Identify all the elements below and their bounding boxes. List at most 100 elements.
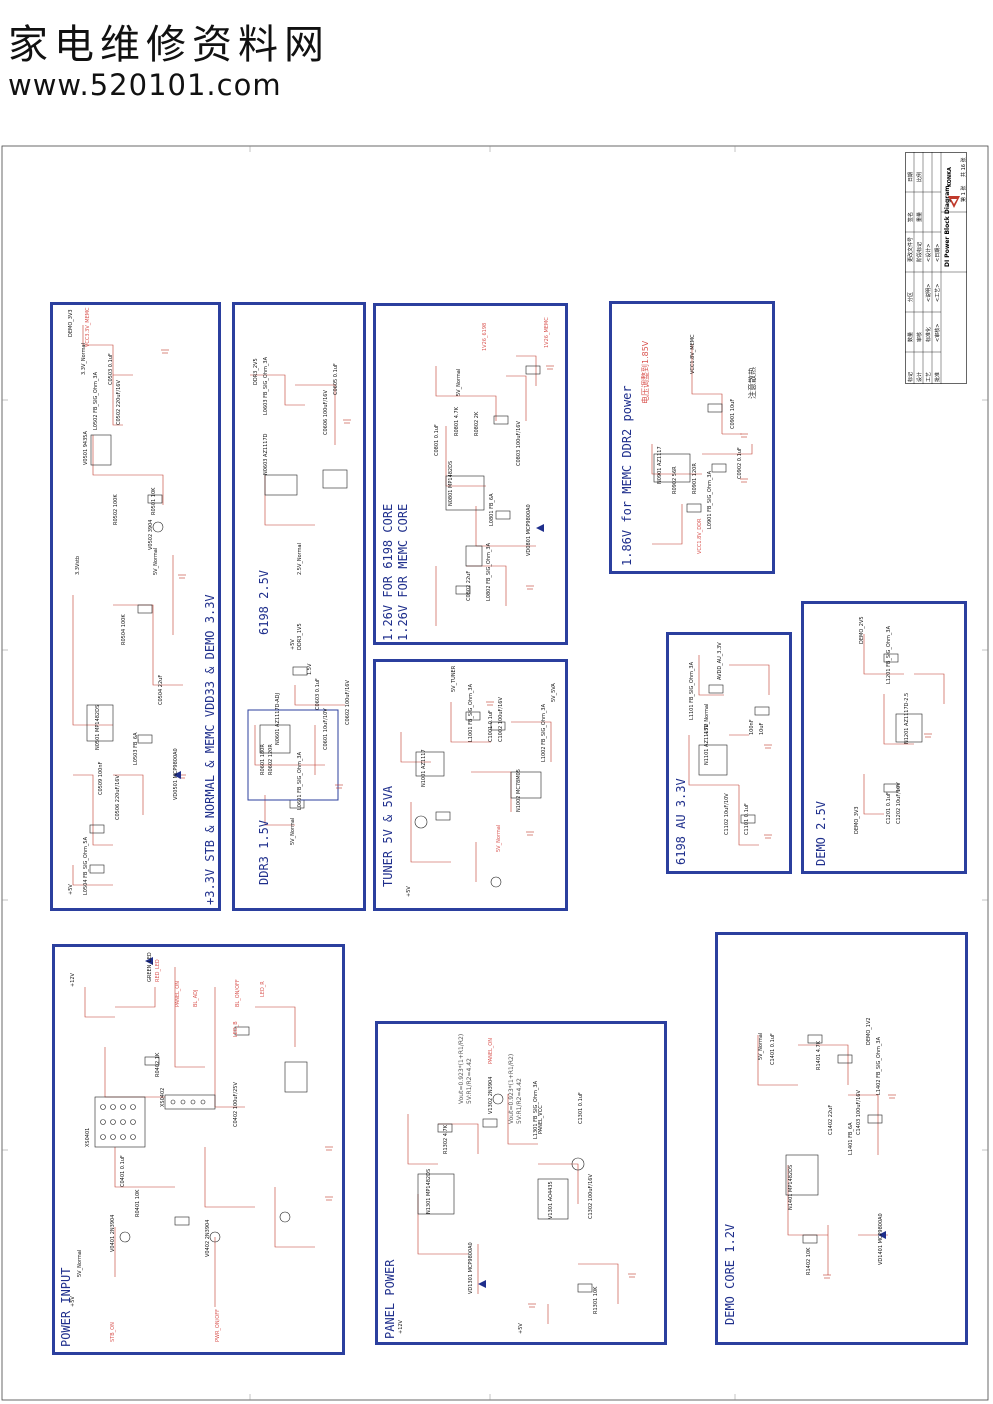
title-block-cell: <说明> — [926, 283, 932, 302]
part-label: N0603 AZ1117D — [263, 433, 269, 475]
part-label: PANEL_ON — [175, 981, 181, 1007]
part-label: R0401 10K — [135, 1189, 141, 1217]
title-block-label: 阶段标记 — [917, 241, 923, 262]
part-label: VCC3.3V_MEMC — [85, 307, 91, 347]
part-label: DEMO_2V5 — [859, 616, 865, 644]
part-label: C0901 10uF — [730, 398, 736, 429]
part-label: XS0401 — [85, 1127, 91, 1147]
part-label: V1301 AO4435 — [548, 1181, 554, 1219]
part-label: R0901 120R — [692, 463, 698, 494]
part-label: 3.3V_Normal — [81, 343, 87, 375]
part-label: C0605 0.1uF — [333, 363, 339, 395]
block-title: PANEL POWER — [383, 1259, 397, 1339]
part-label: DEMO_3V3 — [854, 806, 860, 834]
part-label: N1001 AZ1117 — [421, 749, 427, 787]
part-label: +5V — [518, 1323, 524, 1334]
block-title: POWER INPUT — [59, 1267, 73, 1347]
block-core: 1.26V FOR 6198 CORE 1.26V FOR MEMC CORE … — [373, 303, 568, 645]
part-label: L0601 FB_SIG_Ohm_3A — [297, 751, 303, 810]
part-label: 5V_Normal — [496, 824, 502, 852]
part-label: 1V26_MEMC — [544, 317, 550, 348]
part-label: VD1301 MCP9800A0 — [468, 1242, 474, 1294]
block-title: 1.26V FOR 6198 CORE — [381, 503, 395, 641]
title-block-label: 日期 — [908, 171, 914, 182]
tuner-schematic — [400, 701, 552, 888]
panel-formula: 5V:R1/R2=4.42 — [516, 1078, 523, 1124]
schematic-frame — [1, 145, 989, 1401]
title-block-grid — [905, 152, 967, 384]
title-block: KONKA DI Power Block Diagram 第 1 张 共 16 … — [905, 152, 967, 384]
title-block-cell: <审核> — [935, 323, 941, 342]
part-label: L0801 FB_6A — [489, 493, 495, 526]
title-block-label: 分区 — [908, 291, 914, 302]
part-label: 5V_Normal — [77, 1249, 83, 1277]
title-block-label: 标准化 — [926, 326, 932, 342]
core-schematic — [435, 355, 554, 626]
part-label: +12V — [70, 973, 76, 987]
part-label: R0902 56R — [672, 466, 678, 494]
part-label: 5V_TUNER — [451, 665, 457, 692]
part-label: V1302 2N3904 — [488, 1076, 494, 1114]
part-label: PWR_ON/OFF — [215, 1309, 221, 1342]
au33-schematic — [688, 655, 772, 846]
title-block-company: KONKA — [947, 167, 953, 187]
part-label: C1402 22uF — [828, 1104, 834, 1135]
part-label: L0802 FB_SIG_Ohm_3A — [486, 542, 492, 601]
block-memc-ddr2: 1.86V for MEMC DDR2 power 电压调整到1.85V 注意散… — [609, 301, 775, 574]
title-block-drawing-title: DI Power Block Diagram — [944, 185, 951, 267]
part-label: C0601 10uF/10V — [323, 708, 329, 750]
stb-schematic — [72, 325, 186, 886]
title-block-label: 批准 — [935, 371, 941, 382]
block-title: TUNER 5V & 5VA — [381, 785, 395, 887]
block-title: DEMO CORE 1.2V — [723, 1223, 737, 1325]
part-label: L1101 FB_SIG_Ohm_3A — [689, 661, 695, 720]
watermark-url: www.520101.com — [8, 68, 282, 102]
part-label: V0501 9435A — [83, 431, 89, 465]
part-label: C1202 10uF/10V — [896, 782, 902, 824]
block-title: 1.26V FOR MEMC CORE — [396, 503, 410, 641]
memc-voltage-note: 电压调整到1.85V — [641, 340, 650, 404]
part-label: C0402 100uF/25V — [233, 1082, 239, 1127]
part-label: V0502 3904 — [148, 519, 154, 550]
part-label: N1201 AZ1117D-2.5 — [904, 692, 910, 744]
title-block-label: 数量 — [908, 331, 914, 342]
part-label: R0802 2K — [474, 411, 480, 436]
part-label: C0504 22uF — [158, 674, 164, 705]
part-label: L0504 FB_SIG_Ohm_5A — [83, 836, 89, 895]
part-label: V0401 2N3904 — [110, 1214, 116, 1252]
block-tuner: TUNER 5V & 5VA 5V_TUNER 5V_5VA N1001 AZ1… — [373, 659, 568, 911]
part-label: C0801 0.1uF — [434, 424, 440, 456]
part-label: C0602 100uF/16V — [345, 680, 351, 725]
title-block-cell: <日期> — [935, 243, 941, 262]
title-block-label: 更改文件号 — [908, 236, 914, 262]
watermark: 家电维修资料网 www.520101.com — [8, 22, 330, 102]
part-label: +5V — [70, 1296, 76, 1307]
part-label: C0506 220uF/16V — [115, 775, 121, 820]
part-label: C0401 0.1uF — [120, 1155, 126, 1187]
title-block-label: 签名 — [908, 211, 914, 222]
part-label: C1101 0.1uF — [744, 803, 750, 835]
part-label: L0603 FB_SIG_Ohm_3A — [263, 356, 269, 415]
part-label: LED_B — [233, 1021, 239, 1037]
panel-formula: 5V:R1/R2=4.42 — [466, 1058, 473, 1104]
part-label: C1201 0.1uF — [886, 792, 892, 824]
part-label: LED_R — [260, 981, 266, 997]
memc-schematic — [651, 344, 753, 545]
part-label: N0901 AZ1117 — [657, 446, 663, 484]
block-panel-power: PANEL POWER Vout=0.923*(1+R1/R2) 5V:R1/R… — [375, 1021, 667, 1345]
part-label: C1401 0.1uF — [770, 1033, 776, 1065]
part-label: L0502 FB_SIG_Ohm_3A — [93, 371, 99, 430]
part-label: C0802 22uF — [466, 570, 472, 601]
part-label: L1201 FB_SIG_Ohm_3A — [886, 625, 892, 684]
part-label: +5V_Normal — [704, 703, 710, 735]
part-label: RED_LED — [155, 959, 161, 982]
part-label: C0509 100nF — [98, 761, 104, 795]
part-label: C0902 0.1uF — [737, 447, 743, 479]
part-label: DEMO_3V3 — [68, 309, 74, 337]
part-label: R0801 4.7K — [454, 406, 460, 436]
part-label: 100nF — [749, 719, 755, 735]
title-block-label: 工艺 — [926, 371, 932, 382]
part-label: N0601 AZ1117D-ADJ — [275, 693, 281, 745]
title-block-cell: <设计> — [926, 243, 932, 262]
panel-formula: Vout=0.923*(1+R1/R2) — [458, 1033, 465, 1104]
